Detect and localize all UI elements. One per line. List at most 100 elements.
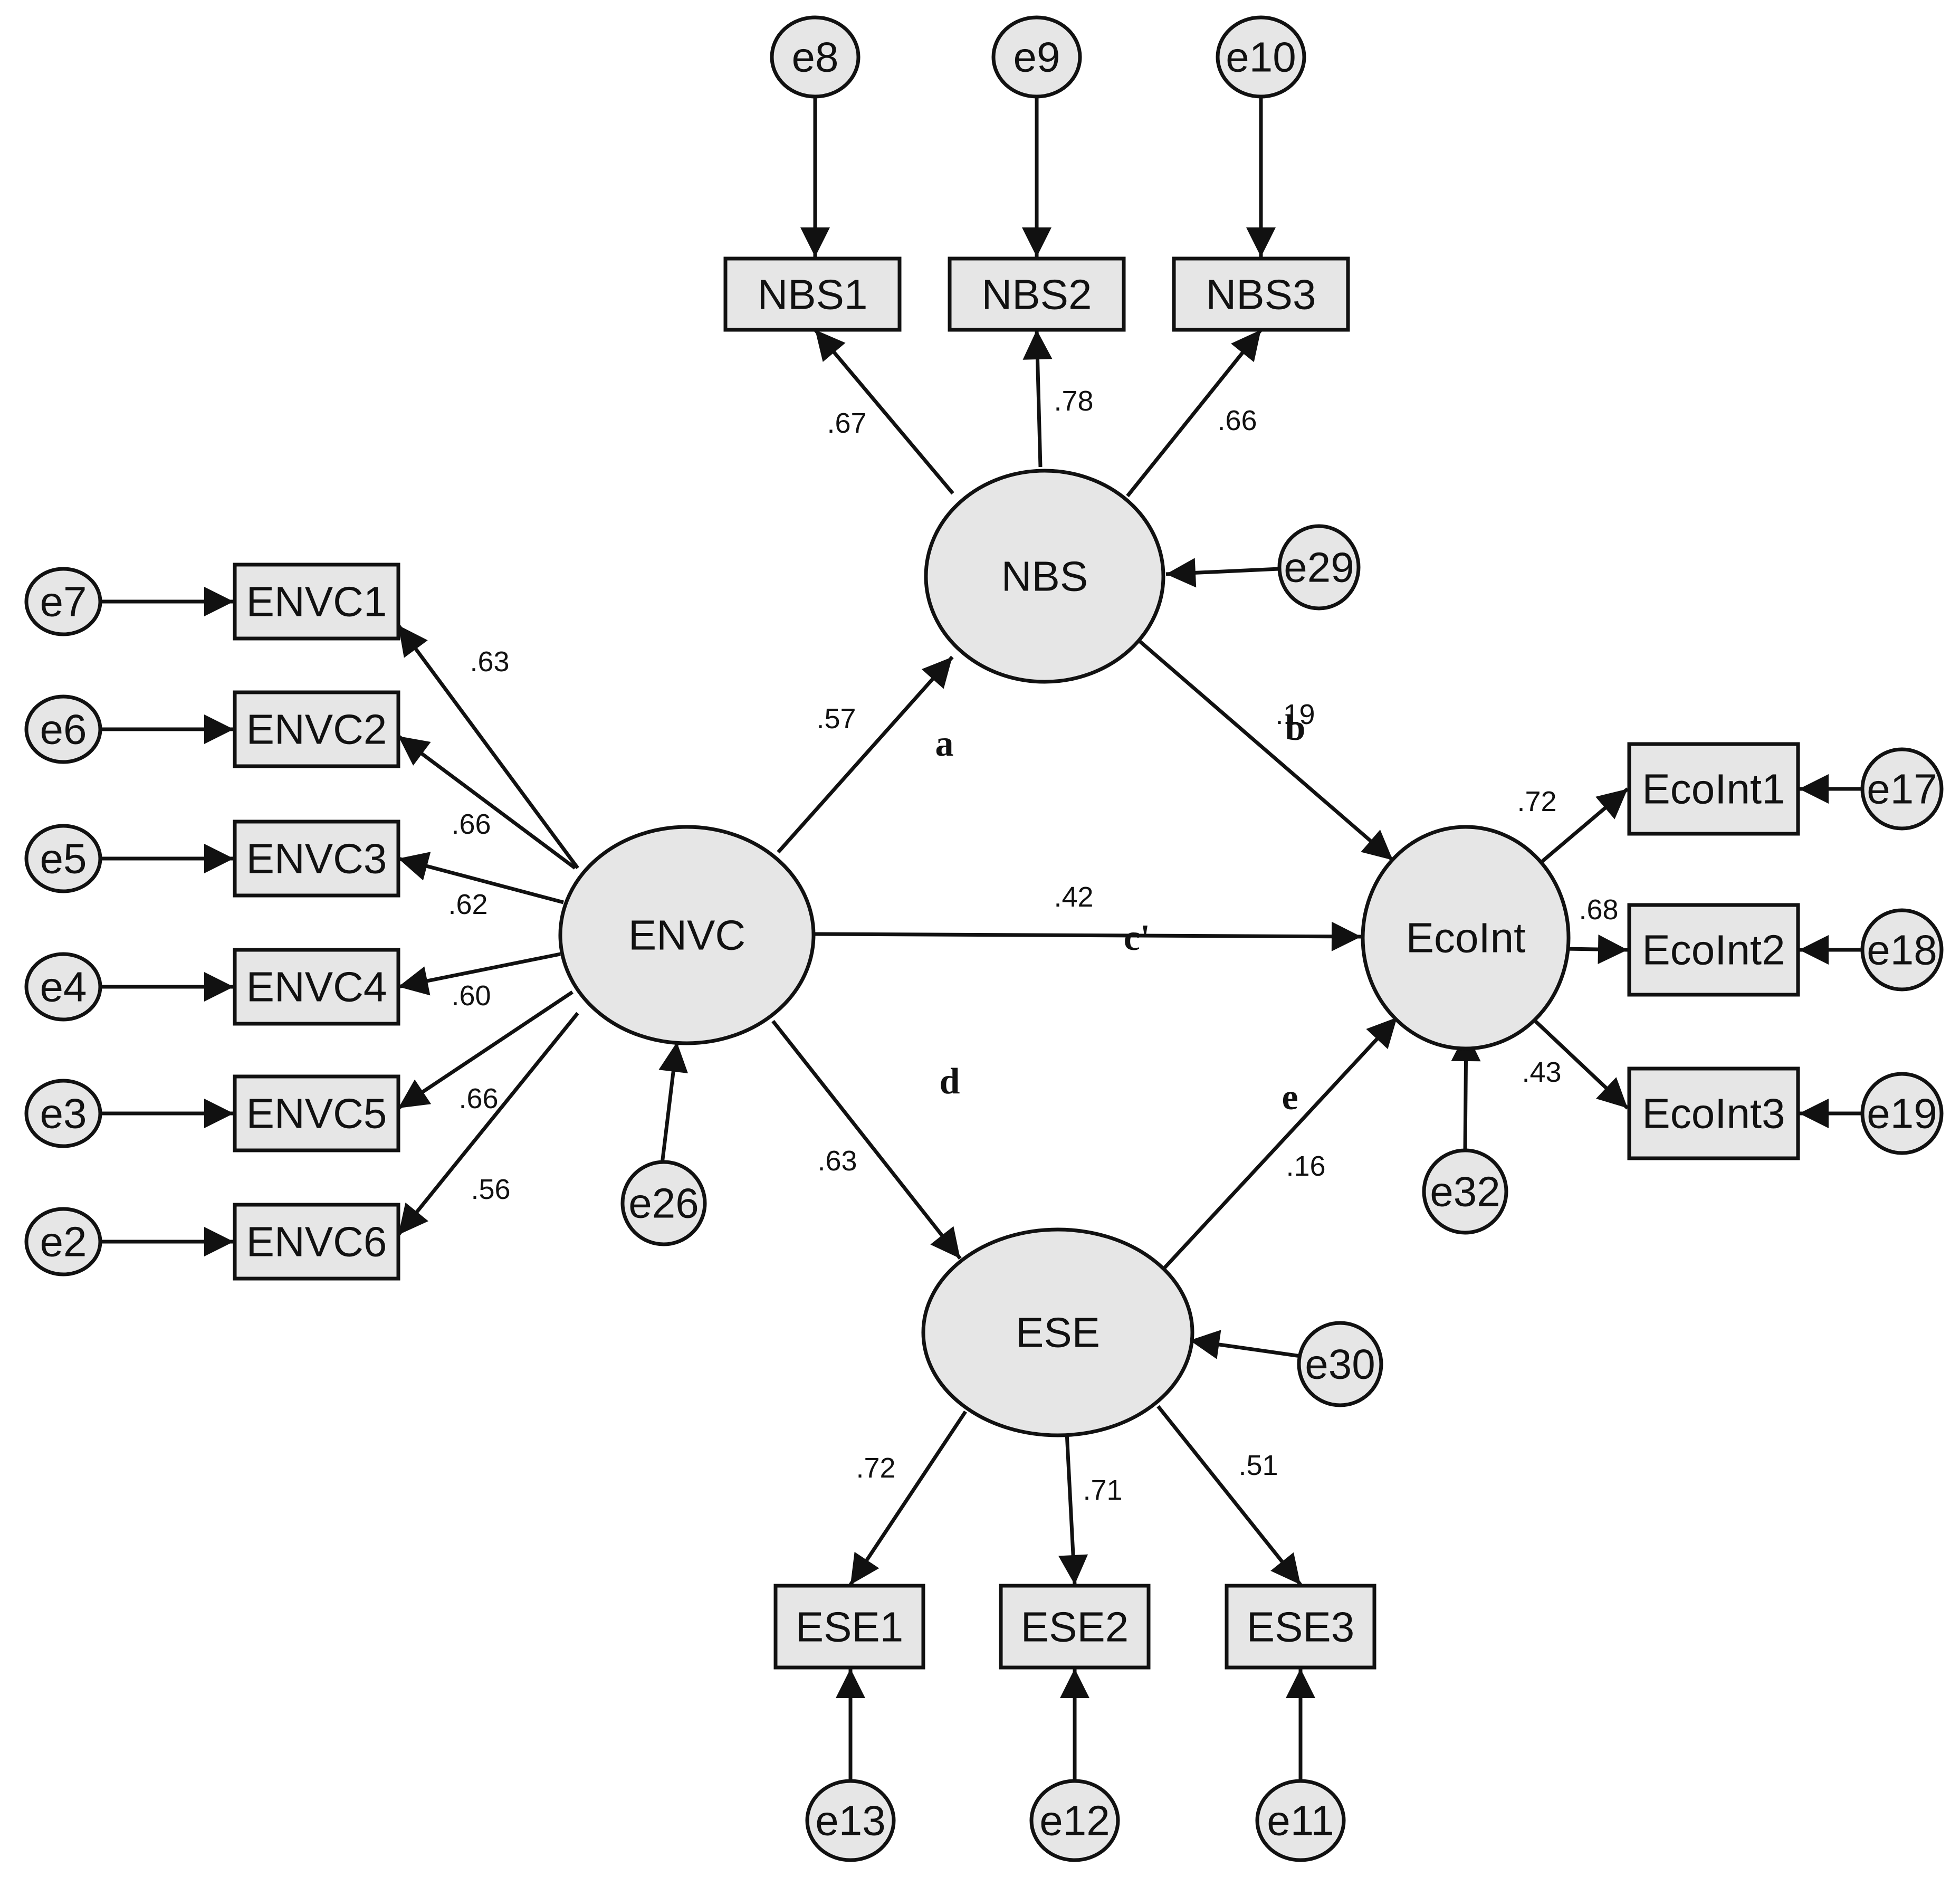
coef-envc-ese: .63 bbox=[817, 1145, 857, 1177]
path-letter-a: a bbox=[935, 723, 954, 764]
indicators: NBS1 NBS2 NBS3 ENVC1 ENVC2 ENVC3 ENVC4 bbox=[233, 256, 1800, 1670]
indicator-ese1: ESE1 bbox=[773, 1584, 925, 1670]
coef-ese2: .71 bbox=[1083, 1474, 1122, 1506]
coef-nbs1: .67 bbox=[827, 407, 866, 439]
arrow-e30-ese bbox=[1189, 1330, 1301, 1359]
arrow-envc-ecoint bbox=[814, 921, 1362, 951]
error-e6: e6 bbox=[24, 694, 102, 764]
indicator-nbs2-label: NBS2 bbox=[982, 271, 1092, 318]
indicator-ecoint3: EcoInt3 bbox=[1627, 1066, 1800, 1160]
latent-ese: ESE bbox=[921, 1227, 1194, 1437]
arrow-nbs-nbs3 bbox=[1126, 328, 1263, 498]
coef-envc4: .62 bbox=[448, 889, 487, 920]
error-e5: e5 bbox=[24, 824, 102, 893]
coef-envc3: .66 bbox=[451, 808, 491, 840]
indicator-nbs3-label: NBS3 bbox=[1206, 271, 1316, 318]
arrow-envc-nbs bbox=[777, 655, 954, 854]
indicator-envc5-label: ENVC5 bbox=[246, 1090, 387, 1137]
indicator-envc3-label: ENVC3 bbox=[246, 835, 387, 882]
indicator-envc2-label: ENVC2 bbox=[246, 706, 387, 753]
error-e11-label: e11 bbox=[1267, 1797, 1334, 1844]
indicator-envc3: ENVC3 bbox=[233, 820, 400, 898]
indicator-envc6-label: ENVC6 bbox=[246, 1218, 387, 1265]
arrow-ecoint-ecoint2 bbox=[1565, 935, 1628, 965]
indicator-nbs3: NBS3 bbox=[1172, 256, 1350, 332]
indicator-ecoint3-label: EcoInt3 bbox=[1642, 1090, 1785, 1137]
arrow-ese-ese1 bbox=[849, 1411, 967, 1586]
arrow-ese-ecoint bbox=[1162, 1016, 1399, 1271]
arrow-ecoint-ecoint1 bbox=[1539, 787, 1629, 864]
indicator-ese2-label: ESE2 bbox=[1021, 1604, 1129, 1651]
error-e11: e11 bbox=[1255, 1779, 1346, 1862]
path-letters: a b c' d e bbox=[935, 708, 1306, 1118]
indicator-envc1: ENVC1 bbox=[233, 563, 400, 641]
indicator-envc4-label: ENVC4 bbox=[246, 964, 387, 1011]
indicator-ese2: ESE2 bbox=[999, 1584, 1151, 1670]
indicator-ecoint1: EcoInt1 bbox=[1627, 742, 1800, 836]
error-e12: e12 bbox=[1029, 1779, 1120, 1862]
coef-nbs3: .66 bbox=[1217, 405, 1257, 436]
coef-ese1: .72 bbox=[856, 1452, 895, 1484]
error-e13-label: e13 bbox=[815, 1797, 885, 1844]
error-e12-label: e12 bbox=[1039, 1797, 1110, 1844]
error-e7-label: e7 bbox=[40, 578, 87, 625]
error-e3: e3 bbox=[24, 1079, 102, 1148]
coef-envc-ecoint: .42 bbox=[1054, 881, 1093, 913]
arrow-nbs-ecoint bbox=[1138, 640, 1394, 862]
coef-envc-nbs: .57 bbox=[816, 703, 856, 735]
error-e30-label: e30 bbox=[1305, 1341, 1375, 1388]
indicator-ese3: ESE3 bbox=[1225, 1584, 1376, 1670]
indicator-envc2: ENVC2 bbox=[233, 690, 400, 768]
latent-nbs-label: NBS bbox=[1001, 553, 1088, 600]
indicator-nbs1: NBS1 bbox=[723, 256, 902, 332]
coef-nbs2: .78 bbox=[1054, 385, 1093, 417]
arrow-nbs-nbs1 bbox=[814, 328, 954, 495]
coef-envc5b: .66 bbox=[458, 1083, 498, 1114]
error-e30: e30 bbox=[1297, 1321, 1383, 1407]
latent-envc: ENVC bbox=[558, 825, 816, 1045]
arrow-e32-ecoint bbox=[1451, 1031, 1481, 1151]
error-e17-label: e17 bbox=[1867, 766, 1937, 813]
indicator-envc1-label: ENVC1 bbox=[246, 578, 387, 625]
error-e26: e26 bbox=[620, 1160, 707, 1246]
arrow-envc-envc3 bbox=[398, 852, 564, 904]
arrow-envc-envc1 bbox=[397, 624, 579, 870]
error-e4-label: e4 bbox=[40, 964, 87, 1011]
error-e4: e4 bbox=[24, 952, 102, 1022]
coef-ecoint3: .43 bbox=[1522, 1056, 1561, 1088]
error-e6-label: e6 bbox=[40, 706, 87, 753]
arrow-envc-envc5 bbox=[397, 990, 573, 1110]
error-e29-label: e29 bbox=[1284, 544, 1354, 591]
arrow-envc-envc2 bbox=[397, 735, 577, 870]
error-e18-label: e18 bbox=[1867, 927, 1937, 974]
indicator-envc5: ENVC5 bbox=[233, 1074, 400, 1152]
error-e19: e19 bbox=[1860, 1072, 1944, 1155]
error-e13: e13 bbox=[805, 1779, 896, 1862]
error-e8: e8 bbox=[770, 15, 861, 99]
indicator-ese3-label: ESE3 bbox=[1247, 1604, 1355, 1651]
error-e2-label: e2 bbox=[40, 1218, 87, 1265]
indicator-ecoint1-label: EcoInt1 bbox=[1642, 766, 1785, 813]
coefficient-labels: .67 .78 .66 .63 .66 .62 .60 .66 .56 .57 … bbox=[448, 385, 1618, 1506]
error-e32: e32 bbox=[1422, 1148, 1508, 1235]
coef-envc6: .56 bbox=[471, 1174, 510, 1205]
latent-ecoint-label: EcoInt bbox=[1406, 914, 1526, 961]
error-e7: e7 bbox=[24, 567, 102, 636]
error-e8-label: e8 bbox=[792, 34, 839, 81]
arrow-nbs-nbs2 bbox=[1022, 329, 1053, 468]
error-e10-label: e10 bbox=[1226, 34, 1296, 81]
error-e18: e18 bbox=[1860, 908, 1944, 992]
arrow-e26-envc bbox=[658, 1042, 689, 1164]
error-e5-label: e5 bbox=[40, 835, 87, 882]
latent-ecoint: EcoInt bbox=[1361, 825, 1571, 1051]
coef-ese-ecoint: .16 bbox=[1286, 1150, 1325, 1182]
arrow-envc-ese bbox=[771, 1020, 962, 1260]
path-letter-c-prime: c' bbox=[1124, 918, 1151, 958]
error-e29: e29 bbox=[1277, 524, 1361, 611]
indicator-ecoint2-label: EcoInt2 bbox=[1642, 927, 1785, 974]
latent-ese-label: ESE bbox=[1016, 1309, 1100, 1356]
latent-nbs: NBS bbox=[924, 469, 1165, 684]
error-e3-label: e3 bbox=[40, 1090, 87, 1137]
path-letter-d: d bbox=[940, 1061, 960, 1102]
